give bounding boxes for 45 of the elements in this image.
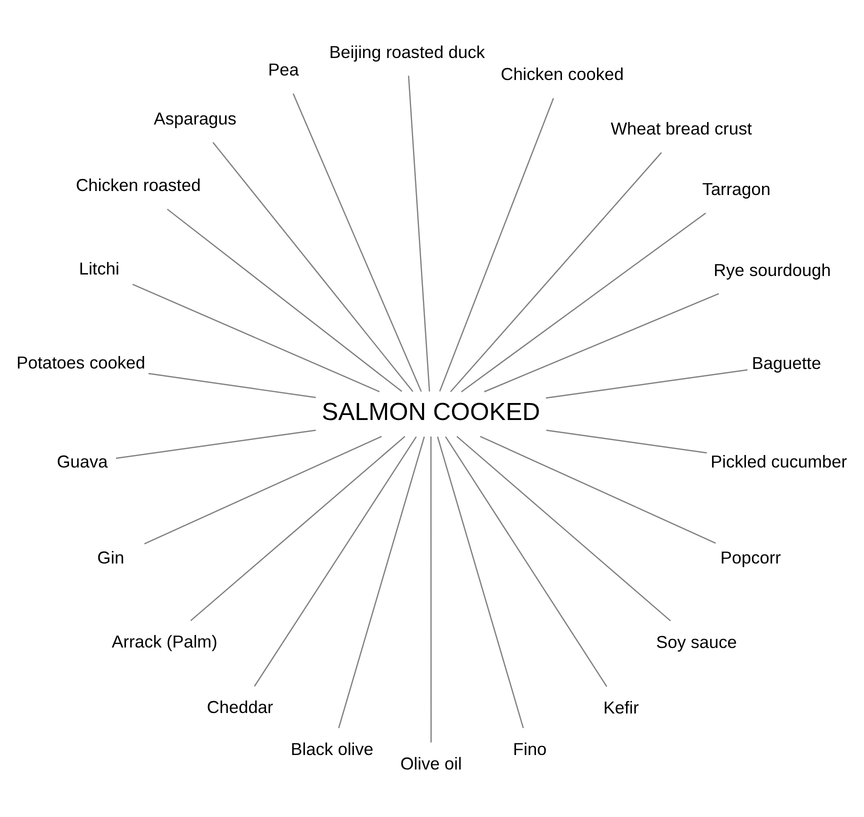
node-text: Fino [513,738,547,759]
connector [450,152,662,392]
node-text: Chicken roasted [76,174,201,195]
node-text: Gin [97,547,124,568]
connector [445,436,608,686]
node-text: Black olive [290,738,374,759]
connector [439,98,554,392]
connector [546,368,748,398]
node-text: Potatoes cooked [16,352,146,372]
node-text: Pickled cucumber [710,451,848,472]
node-text: Tarragon [702,178,771,199]
node-text: Guava [56,451,108,472]
node-text: Wheat bread crust [610,118,752,138]
node-text: SALMON COOKED [322,398,540,426]
connector [480,435,716,544]
node-text: Chicken cooked [500,64,624,84]
connector [460,212,706,392]
connector [338,436,425,728]
connector [436,436,524,728]
connector [292,92,422,392]
connector [408,75,430,392]
connector [254,436,417,686]
connector [116,429,316,458]
connector [144,435,382,544]
node-text: Cheddar [206,696,274,717]
connector [430,436,432,742]
connector [484,292,719,392]
connector [546,429,707,453]
connector [166,208,402,392]
node-text: Arrack (Palm) [112,631,218,652]
connector [190,435,406,621]
node-text: Pea [268,59,299,80]
node-text: Olive oil [400,752,462,773]
connector [148,372,316,398]
node-text: Soy sauce [656,631,737,652]
connector [132,283,380,392]
node-text: Litchi [78,258,120,278]
node-text: Beijing roasted duck [329,41,485,62]
node-text: Rye sourdough [714,259,831,280]
connector [456,435,671,621]
node-text: Asparagus [154,108,236,128]
node-text: Baguette [752,352,822,372]
node-text: Kefir [603,696,639,717]
connector [212,141,414,392]
node-text: Popcorr [720,547,781,568]
